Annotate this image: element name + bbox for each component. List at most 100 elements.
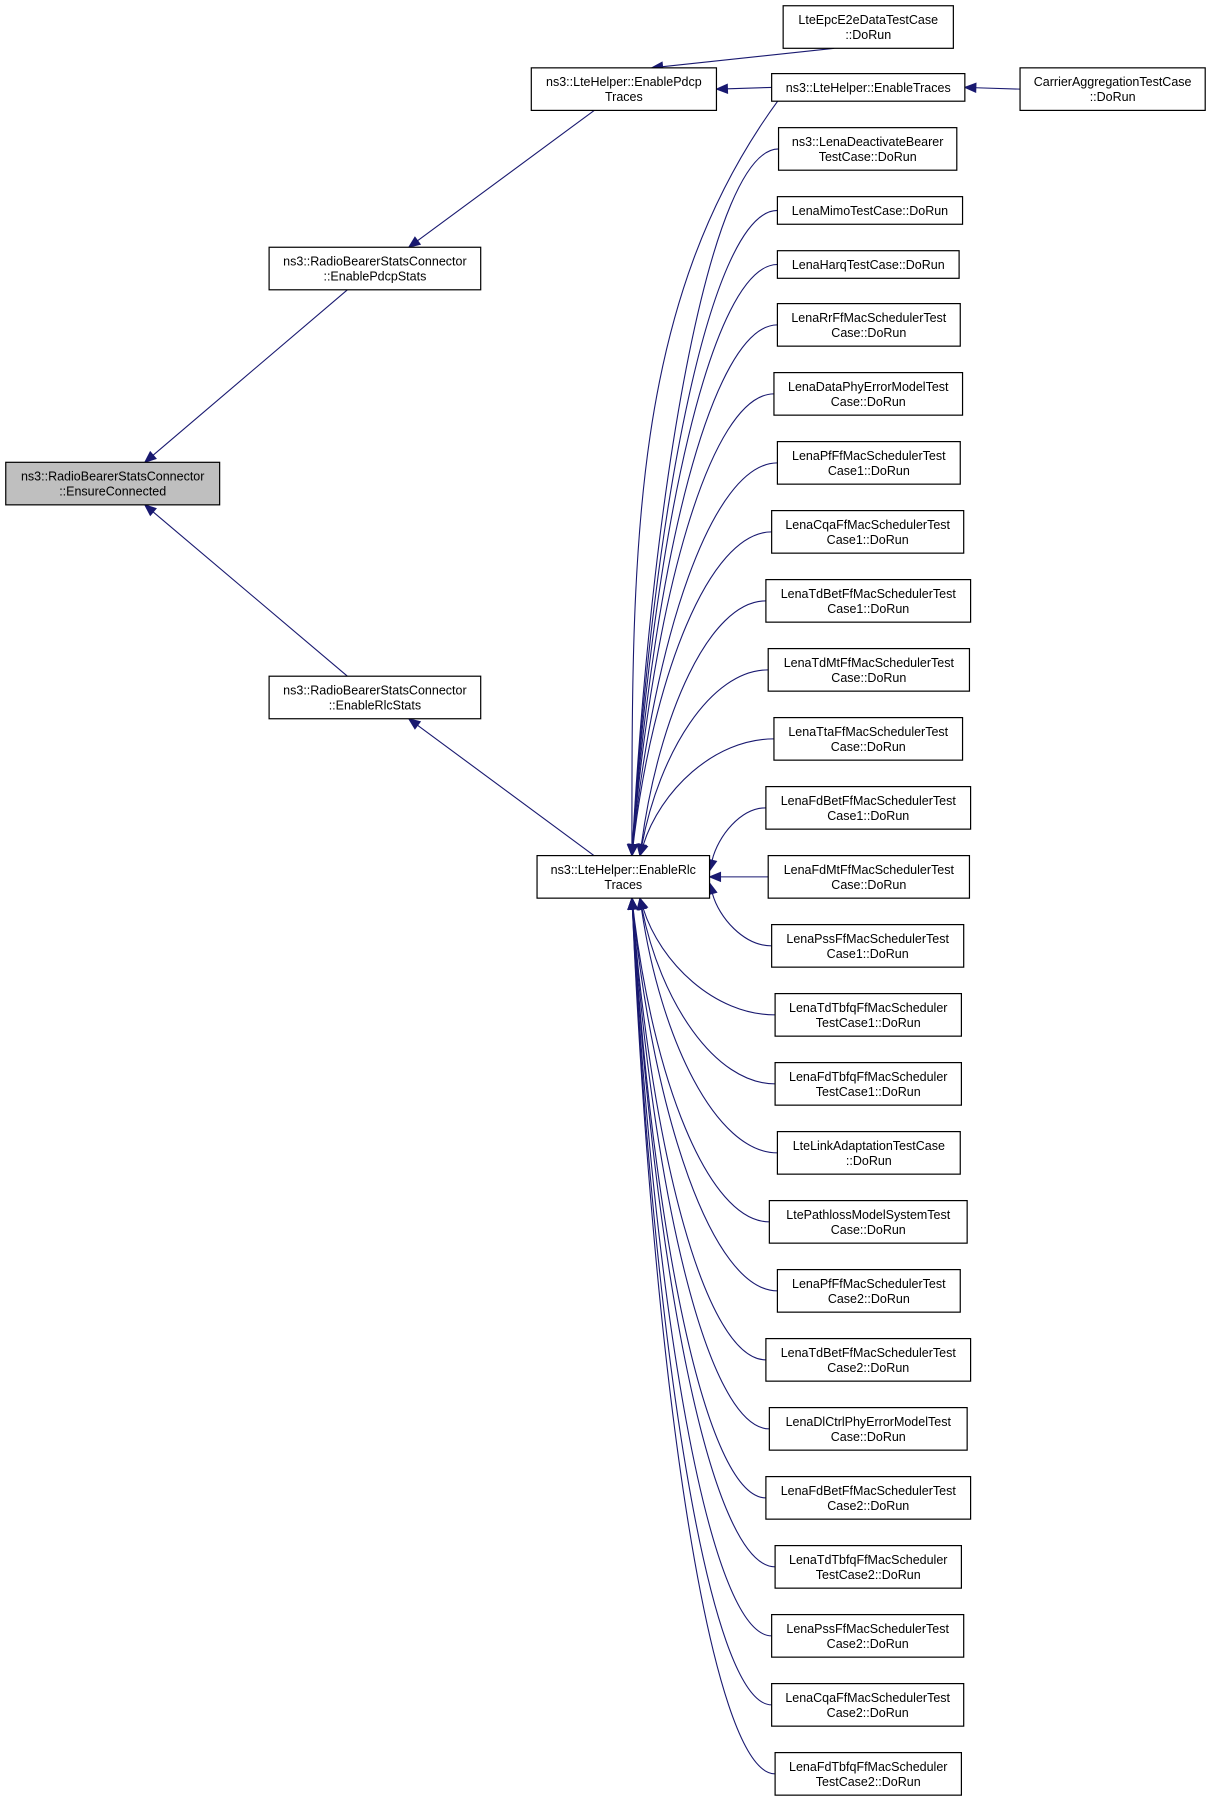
node-label: Case1::DoRun: [827, 533, 909, 547]
arrowhead: [627, 896, 638, 910]
node-label: ::EnablePdcpStats: [323, 270, 426, 284]
node-box: [767, 854, 971, 899]
node-box: [774, 992, 962, 1037]
node-label: Case::DoRun: [831, 1430, 906, 1444]
edge-line: [417, 724, 595, 857]
edge-pss1-to-rlctraces: [707, 881, 772, 947]
node-label: Case::DoRun: [831, 326, 906, 340]
node-label: LenaPssFfMacSchedulerTest: [786, 932, 949, 946]
edge-line: [417, 109, 595, 242]
node-label: LenaCqaFfMacSchedulerTest: [785, 1691, 950, 1705]
node-box: [771, 72, 966, 102]
edge-line: [632, 909, 776, 1568]
edge-fdtbfq2-to-rlctraces: [627, 896, 776, 1775]
node-label: ns3::LteHelper::EnableTraces: [786, 81, 951, 95]
arrowhead: [628, 843, 639, 857]
edge-line: [727, 86, 772, 90]
node-box: [776, 1130, 961, 1175]
edge-ca-to-traces: [963, 82, 1021, 94]
edge-line: [632, 209, 778, 845]
node-box: [771, 923, 965, 968]
edge-pdcptraces-to-pdcpstats: [407, 109, 595, 249]
node-pdcpstats[interactable]: ns3::RadioBearerStatsConnector::EnablePd…: [268, 246, 482, 291]
node-traces[interactable]: ns3::LteHelper::EnableTraces: [771, 72, 966, 102]
edge-tdtbfq2-to-rlctraces: [627, 896, 776, 1568]
node-label: Case::DoRun: [831, 395, 906, 409]
node-epc[interactable]: LteEpcE2eDataTestCase::DoRun: [782, 5, 954, 49]
node-box: [767, 647, 971, 692]
edge-fdbet1-to-rlctraces: [707, 807, 766, 873]
node-box: [773, 716, 964, 761]
node-ca[interactable]: CarrierAggregationTestCase::DoRun: [1019, 67, 1206, 111]
edge-rlctraces-to-rlcstats: [407, 717, 595, 857]
node-box: [776, 250, 960, 279]
node-label: LenaFdMtFfMacSchedulerTest: [784, 863, 955, 877]
arrowhead: [708, 871, 722, 883]
node-label: ns3::LteHelper::EnablePdcp: [546, 75, 702, 89]
node-box: [771, 1613, 965, 1658]
edge-cqa1-to-rlctraces: [628, 531, 772, 857]
node-label: Traces: [604, 878, 642, 892]
node-label: Case::DoRun: [831, 740, 906, 754]
node-label: LenaFdTbfqFfMacScheduler: [789, 1070, 947, 1084]
node-box: [765, 1337, 972, 1382]
node-box: [530, 67, 718, 111]
node-box: [776, 1268, 961, 1313]
node-label: TestCase2::DoRun: [816, 1568, 921, 1582]
node-linkadapt[interactable]: LteLinkAdaptationTestCase::DoRun: [776, 1130, 961, 1175]
node-box: [774, 1544, 962, 1589]
node-label: Case2::DoRun: [827, 1499, 909, 1513]
edge-line: [632, 324, 778, 845]
node-label: LenaRrFfMacSchedulerTest: [791, 311, 946, 325]
edge-cqa2-to-rlctraces: [627, 896, 772, 1706]
node-label: ::DoRun: [1090, 90, 1136, 104]
node-box: [776, 303, 961, 347]
node-box: [1019, 67, 1206, 111]
node-label: LenaPssFfMacSchedulerTest: [786, 1622, 949, 1636]
edge-tdtbfq1-to-rlctraces: [638, 896, 776, 1016]
node-harq[interactable]: LenaHarqTestCase::DoRun: [776, 250, 960, 279]
node-label: LenaMimoTestCase::DoRun: [792, 204, 948, 218]
node-label: LenaTdBetFfMacSchedulerTest: [781, 587, 957, 601]
node-label: ::EnsureConnected: [59, 485, 166, 499]
edge-linkadapt-to-rlctraces: [636, 896, 778, 1154]
node-rlcstats[interactable]: ns3::RadioBearerStatsConnector::EnableRl…: [268, 675, 482, 720]
node-label: ::DoRun: [846, 1154, 892, 1168]
node-ensure[interactable]: ns3::RadioBearerStatsConnector::EnsureCo…: [5, 461, 221, 506]
node-label: TestCase::DoRun: [819, 150, 917, 164]
node-label: LenaTdTbfqFfMacScheduler: [789, 1001, 947, 1015]
edge-line: [975, 87, 1021, 90]
node-label: Case2::DoRun: [827, 1637, 909, 1651]
node-box: [765, 785, 972, 830]
node-mimo[interactable]: LenaMimoTestCase::DoRun: [776, 196, 964, 225]
node-label: ::EnableRlcStats: [329, 698, 421, 712]
node-label: Case::DoRun: [831, 878, 906, 892]
node-label: LenaCqaFfMacSchedulerTest: [785, 518, 950, 532]
node-label: TestCase1::DoRun: [816, 1085, 921, 1099]
node-box: [782, 5, 954, 49]
